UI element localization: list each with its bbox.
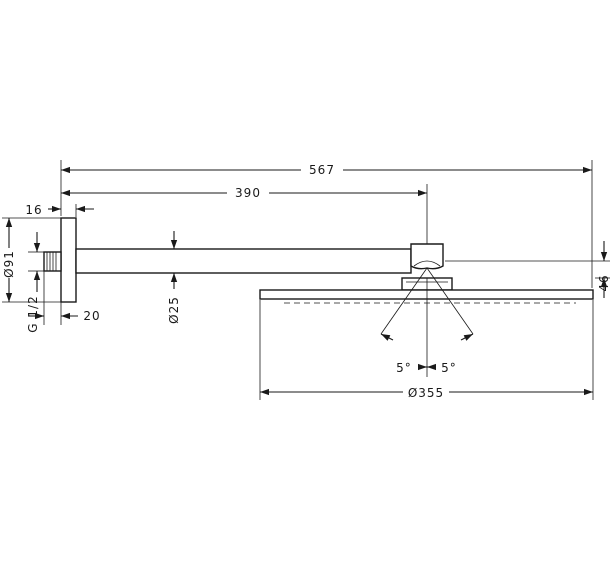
label-flange-thickness: 16: [25, 203, 42, 217]
dimension-head-height: 46: [445, 241, 611, 298]
label-thread: G 1/2: [26, 295, 40, 332]
label-thread-projection: 20: [83, 309, 100, 323]
dimension-tilt-angle: 5° 5°: [380, 267, 474, 377]
label-total-length: 567: [309, 163, 335, 177]
label-tilt-right: 5°: [441, 361, 457, 375]
label-head-height: 46: [597, 274, 611, 291]
dimension-total-length: 567: [60, 160, 593, 288]
label-head-diameter: Ø355: [408, 386, 444, 400]
shower-head: [259, 289, 594, 304]
shower-arm: [75, 248, 412, 274]
dimension-head-diameter: Ø355: [259, 300, 594, 400]
label-arm-length: 390: [235, 186, 261, 200]
wall-flange: [60, 217, 77, 303]
label-tilt-left: 5°: [396, 361, 412, 375]
dimension-flange-thickness: 16: [25, 203, 94, 217]
dimension-thread: G 1/2: [26, 232, 44, 333]
dimension-arm-length: 390: [61, 184, 428, 244]
dimension-arm-diameter: Ø25: [167, 231, 181, 324]
label-flange-diameter: Ø91: [2, 250, 16, 278]
label-arm-diameter: Ø25: [167, 296, 181, 324]
dimension-flange-diameter: Ø91: [1, 217, 61, 303]
threaded-connector: [43, 251, 62, 272]
dimension-thread-projection: 20: [28, 271, 100, 325]
